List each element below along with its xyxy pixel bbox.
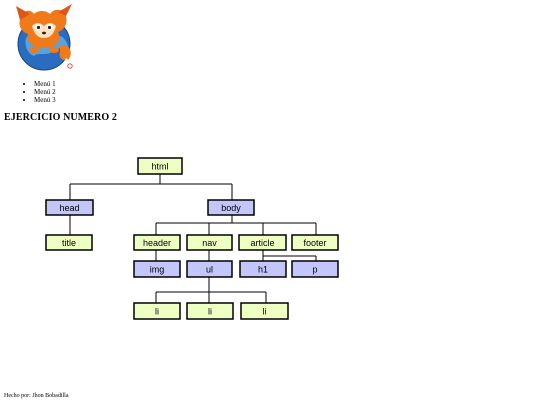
node-footer: footer	[291, 234, 339, 251]
node-html: html	[137, 157, 183, 175]
node-h1-label: h1	[258, 265, 268, 275]
node-body-label: body	[221, 203, 241, 213]
node-head: head	[45, 199, 94, 216]
node-header-label: header	[143, 238, 171, 248]
firefox-logo	[8, 0, 80, 72]
node-img: img	[133, 260, 181, 278]
node-header: header	[133, 234, 181, 251]
node-ul: ul	[186, 260, 233, 278]
node-p: p	[291, 260, 339, 278]
page-title: EJERCICIO NUMERO 2	[4, 112, 117, 123]
node-title: title	[45, 234, 93, 251]
node-li-2: li	[186, 302, 234, 320]
tree-connectors	[69, 174, 317, 303]
node-nav: nav	[186, 234, 233, 251]
node-body: body	[207, 199, 255, 216]
node-article: article	[238, 234, 287, 251]
node-li-3-label: li	[263, 307, 267, 317]
node-head-label: head	[59, 203, 79, 213]
node-ul-label: ul	[206, 265, 213, 275]
node-li-1: li	[133, 302, 181, 320]
page-footer: Hecho por: Jhon Bobadilla	[4, 393, 69, 399]
node-h1: h1	[239, 260, 287, 278]
menu-item-2[interactable]: Menú 2	[34, 88, 56, 96]
node-img-label: img	[150, 265, 165, 275]
node-nav-label: nav	[202, 238, 217, 248]
node-p-label: p	[312, 265, 317, 275]
dom-tree-diagram: html head body title header nav article …	[45, 157, 339, 320]
node-footer-label: footer	[303, 238, 326, 248]
menu-item-3[interactable]: Menú 3	[34, 96, 56, 104]
menu-list: Menú 1 Menú 2 Menú 3	[20, 80, 56, 104]
node-li-2-label: li	[208, 307, 212, 317]
node-li-1-label: li	[155, 307, 159, 317]
node-article-label: article	[250, 238, 274, 248]
node-li-3: li	[240, 302, 289, 320]
node-title-label: title	[62, 238, 76, 248]
menu-item-1[interactable]: Menú 1	[34, 80, 56, 88]
fox-globe-icon	[16, 4, 73, 71]
node-html-label: html	[151, 162, 168, 172]
